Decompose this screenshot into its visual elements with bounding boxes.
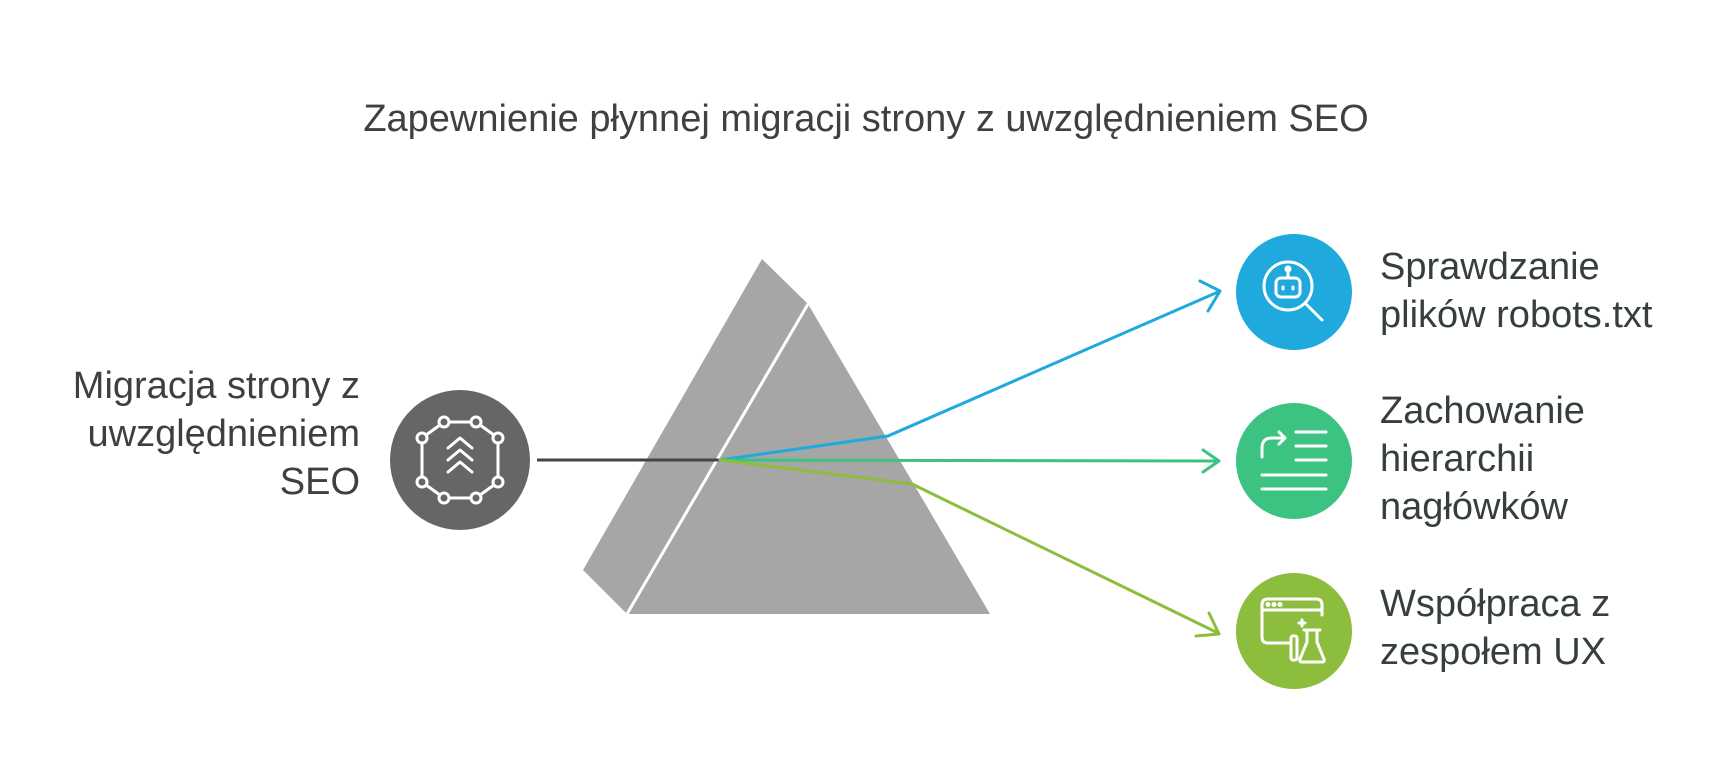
arrowhead-3 xyxy=(1194,611,1221,638)
beam-1 xyxy=(718,290,1220,462)
prism xyxy=(583,259,990,615)
beam-3 xyxy=(718,458,1220,635)
beam-2 xyxy=(718,458,1220,463)
diagram-title: Zapewnienie płynnej migracji strony z uw… xyxy=(363,98,1369,140)
network-upgrade-icon xyxy=(415,415,505,505)
output-label-1: Sprawdzanie plików robots.txt xyxy=(1380,246,1653,336)
output-label-2: Zachowanie hierarchii nagłówków xyxy=(1380,390,1585,528)
arrowhead-1 xyxy=(1198,279,1222,313)
text-hierarchy-icon xyxy=(1260,430,1328,491)
output-circle-2 xyxy=(1236,403,1352,519)
prism-side-face xyxy=(583,259,808,614)
output-circle-1 xyxy=(1236,234,1352,350)
input-circle xyxy=(390,390,530,530)
arrowhead-2 xyxy=(1201,448,1221,474)
output-circle-3 xyxy=(1236,573,1352,689)
browser-lab-icon xyxy=(1260,597,1326,664)
output-label-3: Współpraca z zespołem UX xyxy=(1380,583,1611,673)
robot-search-icon xyxy=(1262,260,1324,322)
input-label: Migracja strony z uwzględnieniem SEO xyxy=(72,365,360,503)
